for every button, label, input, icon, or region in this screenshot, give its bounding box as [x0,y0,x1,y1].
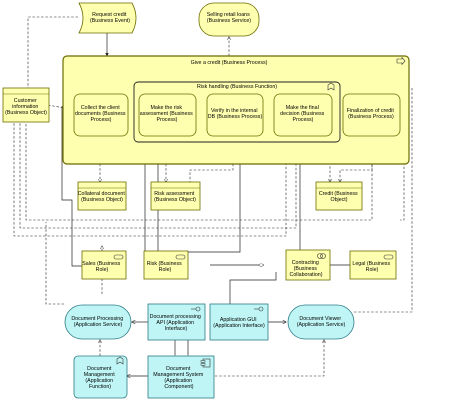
component-icon [202,358,211,368]
collect-client-documents-process[interactable]: Collect the client documents (Business P… [73,93,129,137]
give-credit-label: Give a credit (Business Process) [191,60,268,66]
request-credit-event[interactable]: Request credit (Business Event) [78,2,137,34]
document-management-system-component[interactable]: Document Management System (Application … [147,355,215,399]
document-viewer-label: Document Viewer (Application Service) [297,316,346,328]
make-final-decision-process[interactable]: Make the final decision (Business Proces… [273,93,333,137]
legal-role-label: Legal (Business Role) [352,261,391,273]
collaboration-icon [317,253,323,259]
customer-information-label: Customer information (Business Object) [5,98,47,116]
risk-assessment-object-label: Risk assessment (Business Object) [154,191,196,203]
application-gui-label: Application GUI (Application Interface) [213,317,265,329]
document-processing-service[interactable]: Document Processing (Application Service… [64,304,132,340]
role-icon [113,254,124,260]
document-processing-label: Document Processing (Application Service… [71,316,124,328]
process-arrow-icon [396,56,406,66]
finalization-of-credit-process[interactable]: Finalization of credit (Business Process… [342,93,401,137]
credit-object-label: Credit (Business Object) [319,191,359,203]
sales-role[interactable]: Sales (Business Role) [81,250,127,280]
risk-handling-label: Risk handling (Business Function) [197,84,277,90]
verify-internal-db-process[interactable]: Verify in the internal DB (Business Proc… [206,93,264,137]
make-final-decision-label: Make the final decision (Business Proces… [280,105,326,123]
document-processing-api-label: Document processing API (Application Int… [150,314,203,332]
contracting-collaboration[interactable]: Contracting (Business Collaboration) [285,249,331,281]
document-viewer-service[interactable]: Document Viewer (Application Service) [287,304,355,340]
application-gui-interface[interactable]: Application GUI (Application Interface) [209,303,269,341]
collateral-document-label: Collateral document (Business Object) [78,191,127,203]
document-management-system-label: Document Management System (Application … [153,366,205,390]
collect-client-documents-label: Collect the client documents (Business P… [75,105,127,123]
request-credit-label: Request credit (Business Event) [90,12,130,24]
verify-internal-db-label: Verify in the internal DB (Business Proc… [208,108,263,120]
document-processing-api-interface[interactable]: Document processing API (Application Int… [147,303,206,341]
role-icon [383,254,394,260]
document-management-function-label: Document Management (Application Functio… [84,366,116,390]
contracting-label: Contracting (Business Collaboration) [290,260,323,278]
risk-handling-function[interactable]: Risk handling (Business Function) [133,81,341,143]
selling-retail-loans-service[interactable]: Selling retail loans (Business Service) [198,2,260,37]
legal-role[interactable]: Legal (Business Role) [349,250,397,280]
function-icon [116,356,124,365]
connectors [13,16,413,376]
collateral-document-object[interactable]: Collateral document (Business Object) [77,181,127,211]
finalization-of-credit-label: Finalization of credit (Business Process… [347,108,396,120]
selling-retail-loans-label: Selling retail loans (Business Service) [207,12,252,24]
document-management-function[interactable]: Document Management (Application Functio… [73,355,128,399]
make-risk-assessment-label: Make the risk assessment (Business Proce… [140,105,194,123]
make-risk-assessment-process[interactable]: Make the risk assessment (Business Proce… [138,93,197,137]
risk-role-label: Risk (Business Role) [147,261,184,273]
role-icon [175,254,186,260]
function-icon [327,82,335,91]
risk-role[interactable]: Risk (Business Role) [143,250,189,280]
customer-information-object[interactable]: Customer information (Business Object) [2,87,50,123]
risk-assessment-object[interactable]: Risk assessment (Business Object) [150,181,201,211]
sales-role-label: Sales (Business Role) [82,261,121,273]
credit-object[interactable]: Credit (Business Object) [315,181,363,211]
